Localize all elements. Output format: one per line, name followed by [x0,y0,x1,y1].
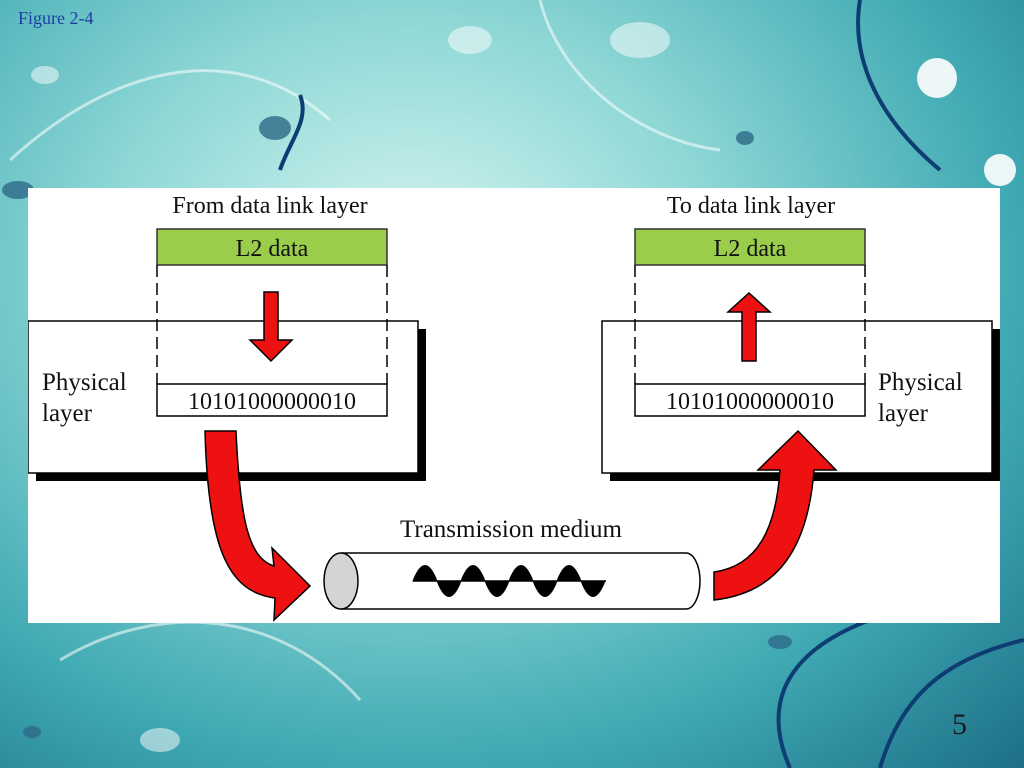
receiver-bits: 10101000000010 [666,389,834,415]
receiver-layer-label-line2: layer [878,400,929,427]
sender-group: From data link layer L2 data 10101000000… [28,193,426,622]
sender-bits: 10101000000010 [188,389,356,415]
receiver-bits-box [634,383,866,417]
receiver-group: To data link layer L2 data 1010100000001… [601,193,1000,601]
sender-bits-box [156,383,388,417]
physical-layer-diagram: From data link layer L2 data 10101000000… [28,193,1000,622]
medium-to-receiver-arrow [713,429,838,601]
diagram-panel: From data link layer L2 data 10101000000… [28,188,1000,623]
sender-frame-box [156,228,388,266]
sender-layer-label-line1: Physical [42,369,127,396]
medium-cable-end [323,552,359,610]
receiver-title: To data link layer [667,193,835,219]
sender-to-medium-arrow [204,430,312,622]
receiver-frame-box [634,228,866,266]
sender-title: From data link layer [172,193,367,219]
sender-layer-label-line2: layer [42,400,93,427]
up-arrow [726,291,772,362]
medium-label: Transmission medium [400,516,623,543]
signal-wave [412,565,606,597]
page-number: 5 [952,708,967,741]
sender-frame-label: L2 data [236,236,309,262]
down-arrow [248,291,294,363]
figure-label: Figure 2-4 [18,8,94,28]
receiver-frame-label: L2 data [714,236,787,262]
transmission-medium: Transmission medium [323,516,701,610]
receiver-layer-label-line1: Physical [878,369,963,396]
